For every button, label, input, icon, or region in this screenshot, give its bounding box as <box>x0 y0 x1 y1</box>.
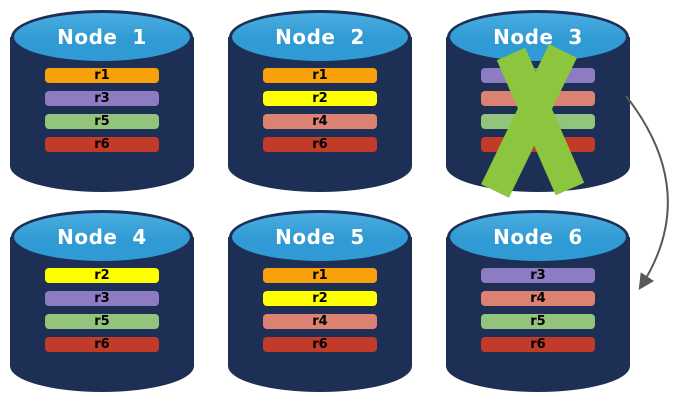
record-label: r2 <box>312 91 328 106</box>
cylinder-top <box>11 210 193 264</box>
record-label: r5 <box>94 314 110 329</box>
record-bar: r6 <box>45 137 159 152</box>
record-list: r3 r4 r5 r6 <box>446 210 630 392</box>
record-label: r3 <box>530 268 546 283</box>
record-bar: r5 <box>481 114 595 129</box>
record-label: r2 <box>94 268 110 283</box>
record-bar: r2 <box>45 268 159 283</box>
record-bar: r1 <box>45 68 159 83</box>
record-bar: r6 <box>481 137 595 152</box>
node-title: Node 6 <box>493 225 583 249</box>
record-bar: r2 <box>263 291 377 306</box>
record-label: r6 <box>94 137 110 152</box>
record-label: r4 <box>312 314 328 329</box>
cylinder-top <box>229 210 411 264</box>
record-label: r3 <box>94 91 110 106</box>
record-label: r1 <box>312 68 328 83</box>
record-label: r4 <box>312 114 328 129</box>
node-cylinder-4: Node 4 r2 r3 r5 r6 <box>10 210 194 392</box>
node-title: Node 2 <box>275 25 365 49</box>
record-bar: r4 <box>481 91 595 106</box>
node-cylinder-1: Node 1 r1 r3 r5 r6 <box>10 10 194 192</box>
record-bar: r3 <box>481 268 595 283</box>
record-label: r6 <box>530 137 546 152</box>
record-bar: r6 <box>263 337 377 352</box>
record-bar: r2 <box>263 91 377 106</box>
node-cylinder-5: Node 5 r1 r2 r4 r6 <box>228 210 412 392</box>
record-bar: r4 <box>263 114 377 129</box>
record-label: r4 <box>530 91 546 106</box>
record-label: r4 <box>530 291 546 306</box>
record-label: r5 <box>530 314 546 329</box>
record-label: r2 <box>312 291 328 306</box>
record-list: r1 r3 r5 r6 <box>10 10 194 192</box>
record-bar: r3 <box>481 68 595 83</box>
record-bar: r5 <box>45 314 159 329</box>
record-label: r1 <box>94 68 110 83</box>
record-list: r3 r4 r5 r6 <box>446 10 630 192</box>
record-label: r3 <box>94 291 110 306</box>
node-title: Node 5 <box>275 225 365 249</box>
record-bar: r6 <box>481 337 595 352</box>
record-list: r2 r3 r5 r6 <box>10 210 194 392</box>
record-bar: r4 <box>481 291 595 306</box>
node-cylinder-2: Node 2 r1 r2 r4 r6 <box>228 10 412 192</box>
record-bar: r4 <box>263 314 377 329</box>
record-label: r6 <box>94 337 110 352</box>
record-bar: r3 <box>45 291 159 306</box>
record-bar: r3 <box>45 91 159 106</box>
cylinder-top <box>11 10 193 64</box>
record-bar: r6 <box>263 137 377 152</box>
node-title: Node 4 <box>57 225 147 249</box>
record-label: r3 <box>530 68 546 83</box>
cylinder-top <box>447 10 629 64</box>
record-label: r6 <box>312 337 328 352</box>
record-bar: r1 <box>263 68 377 83</box>
record-label: r5 <box>94 114 110 129</box>
cylinder-top <box>447 210 629 264</box>
node-title: Node 1 <box>57 25 147 49</box>
record-list: r1 r2 r4 r6 <box>228 210 412 392</box>
record-bar: r5 <box>481 314 595 329</box>
cylinder-top <box>229 10 411 64</box>
record-list: r1 r2 r4 r6 <box>228 10 412 192</box>
node-cylinder-6: Node 6 r3 r4 r5 r6 <box>446 210 630 392</box>
record-label: r5 <box>530 114 546 129</box>
record-bar: r1 <box>263 268 377 283</box>
record-label: r6 <box>312 137 328 152</box>
record-label: r1 <box>312 268 328 283</box>
record-bar: r6 <box>45 337 159 352</box>
record-bar: r5 <box>45 114 159 129</box>
failover-arrow-icon <box>625 95 669 291</box>
record-label: r6 <box>530 337 546 352</box>
